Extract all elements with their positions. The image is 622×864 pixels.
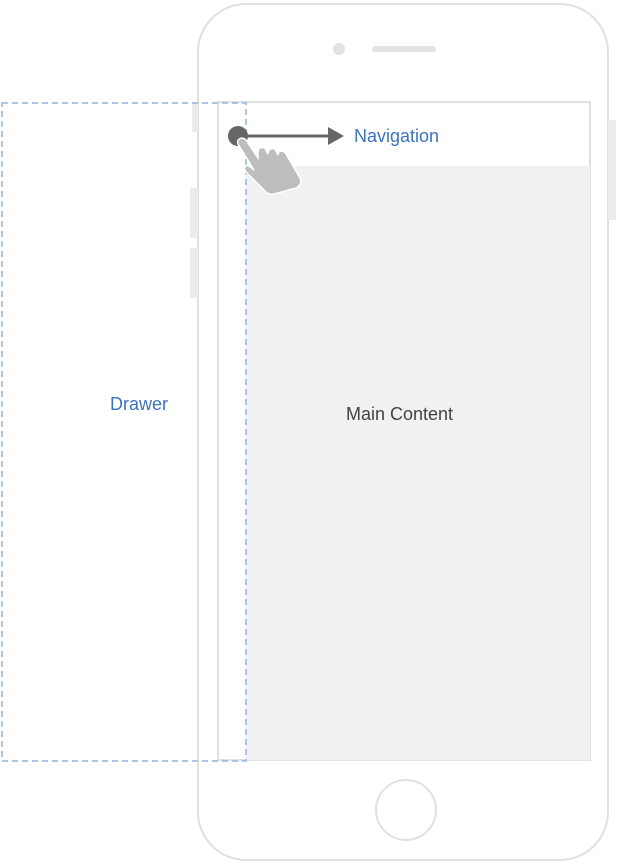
main-content-label: Main Content — [346, 404, 454, 424]
drawer-label: Drawer — [110, 394, 169, 414]
phone-camera — [333, 43, 345, 55]
phone-side-button-volume-up — [190, 188, 198, 238]
phone-side-button-mute — [192, 102, 198, 132]
swipe-hand-icon — [236, 137, 302, 195]
phone-speaker — [372, 46, 436, 52]
drawer-outline — [1, 102, 247, 762]
main-content-area — [246, 166, 590, 760]
phone-home-button[interactable] — [375, 779, 437, 841]
navigation-label: Navigation — [354, 126, 440, 146]
phone-side-button-volume-down — [190, 248, 198, 298]
phone-side-button-power — [608, 120, 616, 220]
